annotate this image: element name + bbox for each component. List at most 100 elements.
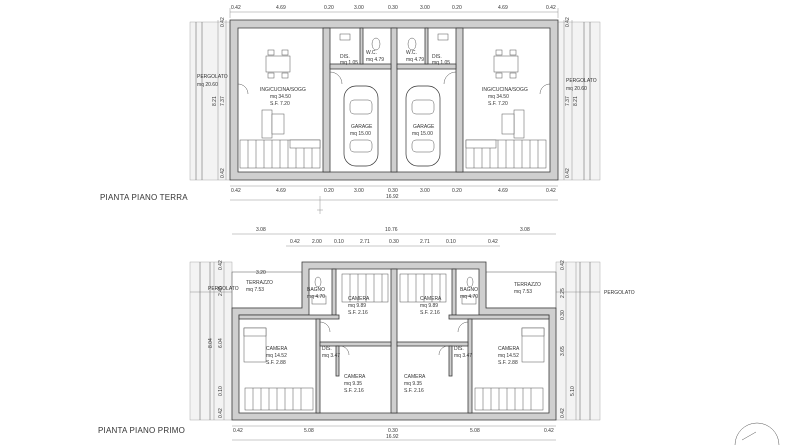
ground-bottom-dimensions: 0.42 4.69 0.20 3.00 0.30 3.00 0.20 4.69 …: [231, 188, 556, 194]
room-top-left-area: mq 9.89: [348, 303, 366, 309]
room-big-left-sf: S.F. 2.88: [266, 360, 286, 366]
svg-text:0.42: 0.42: [565, 17, 571, 27]
first-stairs-left: [341, 273, 389, 303]
toilet-first-left-icon: [314, 276, 322, 288]
svg-text:5.08: 5.08: [470, 428, 480, 434]
dis-left-area: mq 1.05: [340, 60, 358, 66]
shower-right-icon: [461, 295, 477, 305]
bed-left-icon: [243, 327, 267, 363]
svg-text:0.10: 0.10: [218, 386, 224, 396]
svg-text:0.30: 0.30: [388, 188, 398, 194]
pergola-first-left-area: [189, 261, 233, 421]
svg-text:3.00: 3.00: [354, 5, 364, 11]
terrace-left: [231, 271, 303, 309]
living-left-sf: S.F. 7.20: [270, 101, 290, 107]
svg-text:0.20: 0.20: [324, 5, 334, 11]
ground-wall-left-living: [322, 27, 331, 173]
north-arrow-icon: [734, 422, 780, 445]
room-bottom-left-label: CAMERA: [344, 374, 366, 380]
sofa-right-icon: [501, 109, 525, 139]
svg-text:8.21: 8.21: [573, 96, 579, 106]
bath-left-label: BAGNO: [307, 287, 325, 293]
width-320-label: 3.20: [256, 270, 266, 276]
svg-text:0.30: 0.30: [388, 428, 398, 434]
shower-left-icon: [311, 295, 327, 305]
svg-text:10.76: 10.76: [385, 227, 398, 233]
terrace-left-label: TERRAZZO: [246, 280, 273, 286]
garage-left-area: mq 15.00: [350, 131, 371, 137]
ground-outer-wall: [229, 19, 559, 181]
wc-left-label: W.C.: [366, 50, 377, 56]
svg-text:3.00: 3.00: [420, 5, 430, 11]
ground-right-dimensions: 0.42 7.37 8.21 0.42: [563, 17, 579, 180]
sofa-left-icon: [261, 109, 285, 139]
ground-top-dimensions: 0.42 4.69 0.20 3.00 0.30 3.00 0.20 4.69 …: [231, 5, 556, 11]
svg-text:0.30: 0.30: [388, 5, 398, 11]
ground-left-dimensions: 0.42 7.37 8.21 0.42: [212, 17, 227, 180]
pergola-left-label: PERGOLATO: [197, 74, 228, 80]
first-bottom-strip-left: [244, 387, 314, 411]
svg-text:8.04: 8.04: [208, 338, 214, 348]
dis-first-left-area: mq 3.47: [322, 353, 340, 359]
first-floor-plan: PERGOLATO PERGOLATO 3.20 TERRAZZO mq 7.5…: [98, 227, 635, 441]
room-bottom-right-sf: S.F. 2.16: [404, 388, 424, 394]
car-right-icon: [405, 85, 441, 167]
svg-text:7.37: 7.37: [220, 96, 226, 106]
garage-left-label: GARAGE: [351, 124, 373, 130]
svg-text:3.08: 3.08: [520, 227, 530, 233]
room-bottom-right-area: mq 9.35: [404, 381, 422, 387]
first-bottom-strip-right: [474, 387, 544, 411]
svg-text:2.71: 2.71: [420, 239, 430, 245]
first-stairs-right: [399, 273, 447, 303]
dining-table-right-icon: [493, 49, 519, 79]
pergola-left-area: [189, 21, 231, 181]
room-bottom-left-area: mq 9.35: [344, 381, 362, 387]
terrace-right-label: TERRAZZO: [514, 282, 541, 288]
svg-text:4.69: 4.69: [498, 188, 508, 194]
toilet-left-icon: [371, 37, 381, 51]
bed-right-icon: [521, 327, 545, 363]
terrace-right-area: mq 7.53: [514, 289, 532, 295]
ground-floor-title: PIANTA PIANO TERRA: [100, 193, 188, 202]
first-left-dimensions: 0.42 2.45 6.04 8.04 0.10 0.42: [208, 260, 225, 420]
pergola-right-label: PERGOLATO: [566, 78, 597, 84]
bath-right-label: BAGNO: [460, 287, 478, 293]
svg-text:0.20: 0.20: [452, 5, 462, 11]
svg-text:4.69: 4.69: [276, 5, 286, 11]
room-top-left-label: CAMERA: [348, 296, 370, 302]
svg-text:0.42: 0.42: [560, 260, 566, 270]
garage-right-label: GARAGE: [413, 124, 435, 130]
svg-text:0.42: 0.42: [218, 260, 224, 270]
svg-text:6.04: 6.04: [218, 338, 224, 348]
svg-text:0.42: 0.42: [290, 239, 300, 245]
svg-text:2.00: 2.00: [312, 239, 322, 245]
svg-text:0.42: 0.42: [560, 408, 566, 418]
first-overall-dimensions: 3.08 10.76 3.08: [256, 227, 530, 233]
room-top-right-sf: S.F. 2.16: [420, 310, 440, 316]
svg-text:0.42: 0.42: [488, 239, 498, 245]
svg-text:7.37: 7.37: [565, 96, 571, 106]
svg-text:3.00: 3.00: [420, 188, 430, 194]
room-bottom-right-label: CAMERA: [404, 374, 426, 380]
svg-text:4.69: 4.69: [498, 5, 508, 11]
first-right-dimensions: 0.42 2.25 0.30 3.65 5.10 0.42: [560, 260, 577, 420]
sink-right-icon: [437, 33, 449, 41]
dis-right-area: mq 1.05: [432, 60, 450, 66]
svg-text:2.45: 2.45: [218, 286, 224, 296]
first-floor-title: PIANTA PIANO PRIMO: [98, 426, 185, 435]
room-top-right-area: mq 9.89: [420, 303, 438, 309]
svg-text:0.42: 0.42: [546, 5, 556, 11]
svg-text:0.42: 0.42: [231, 5, 241, 11]
svg-text:0.42: 0.42: [218, 408, 224, 418]
svg-text:0.30: 0.30: [389, 239, 399, 245]
pergola-first-left-label: PERGOLATO: [208, 286, 239, 292]
svg-text:3.65: 3.65: [560, 346, 566, 356]
svg-text:4.69: 4.69: [276, 188, 286, 194]
svg-text:2.71: 2.71: [360, 239, 370, 245]
car-left-icon: [343, 85, 379, 167]
pergola-first-right-area: [555, 261, 601, 421]
svg-text:0.10: 0.10: [446, 239, 456, 245]
wc-left-area: mq 4.79: [366, 57, 384, 63]
room-bottom-left-sf: S.F. 2.16: [344, 388, 364, 394]
svg-text:8.21: 8.21: [212, 96, 218, 106]
